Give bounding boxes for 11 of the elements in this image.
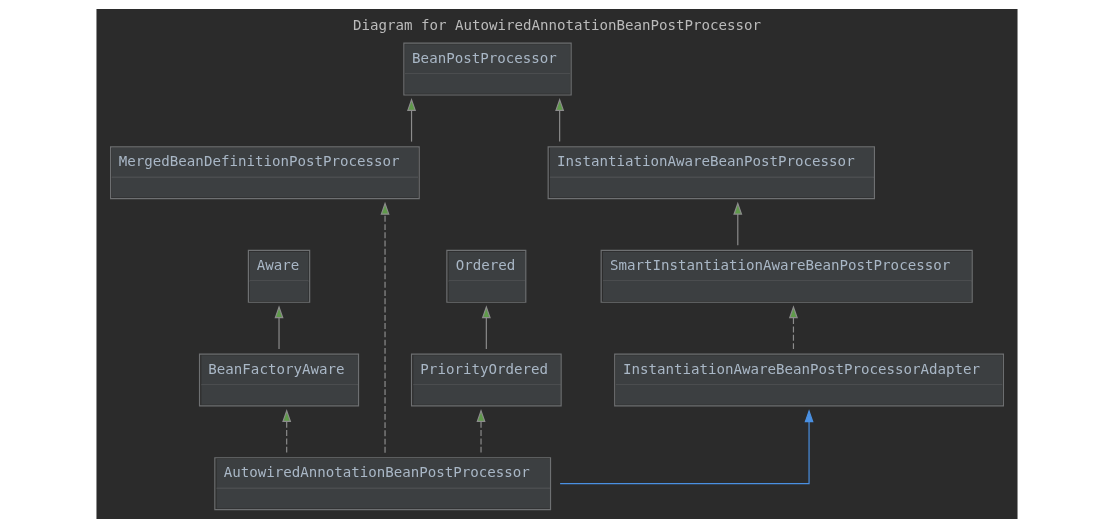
arrow <box>559 408 814 484</box>
arrow <box>476 408 486 453</box>
diagram-title: Diagram for AutowiredAnnotationBeanPostProcessor <box>352 16 762 33</box>
arrow <box>733 201 743 246</box>
arrow <box>274 304 284 349</box>
arrow <box>555 97 565 142</box>
arrow <box>407 97 417 142</box>
arrow <box>380 201 390 453</box>
arrow <box>788 304 798 349</box>
arrow <box>481 304 491 349</box>
arrow <box>282 408 292 453</box>
